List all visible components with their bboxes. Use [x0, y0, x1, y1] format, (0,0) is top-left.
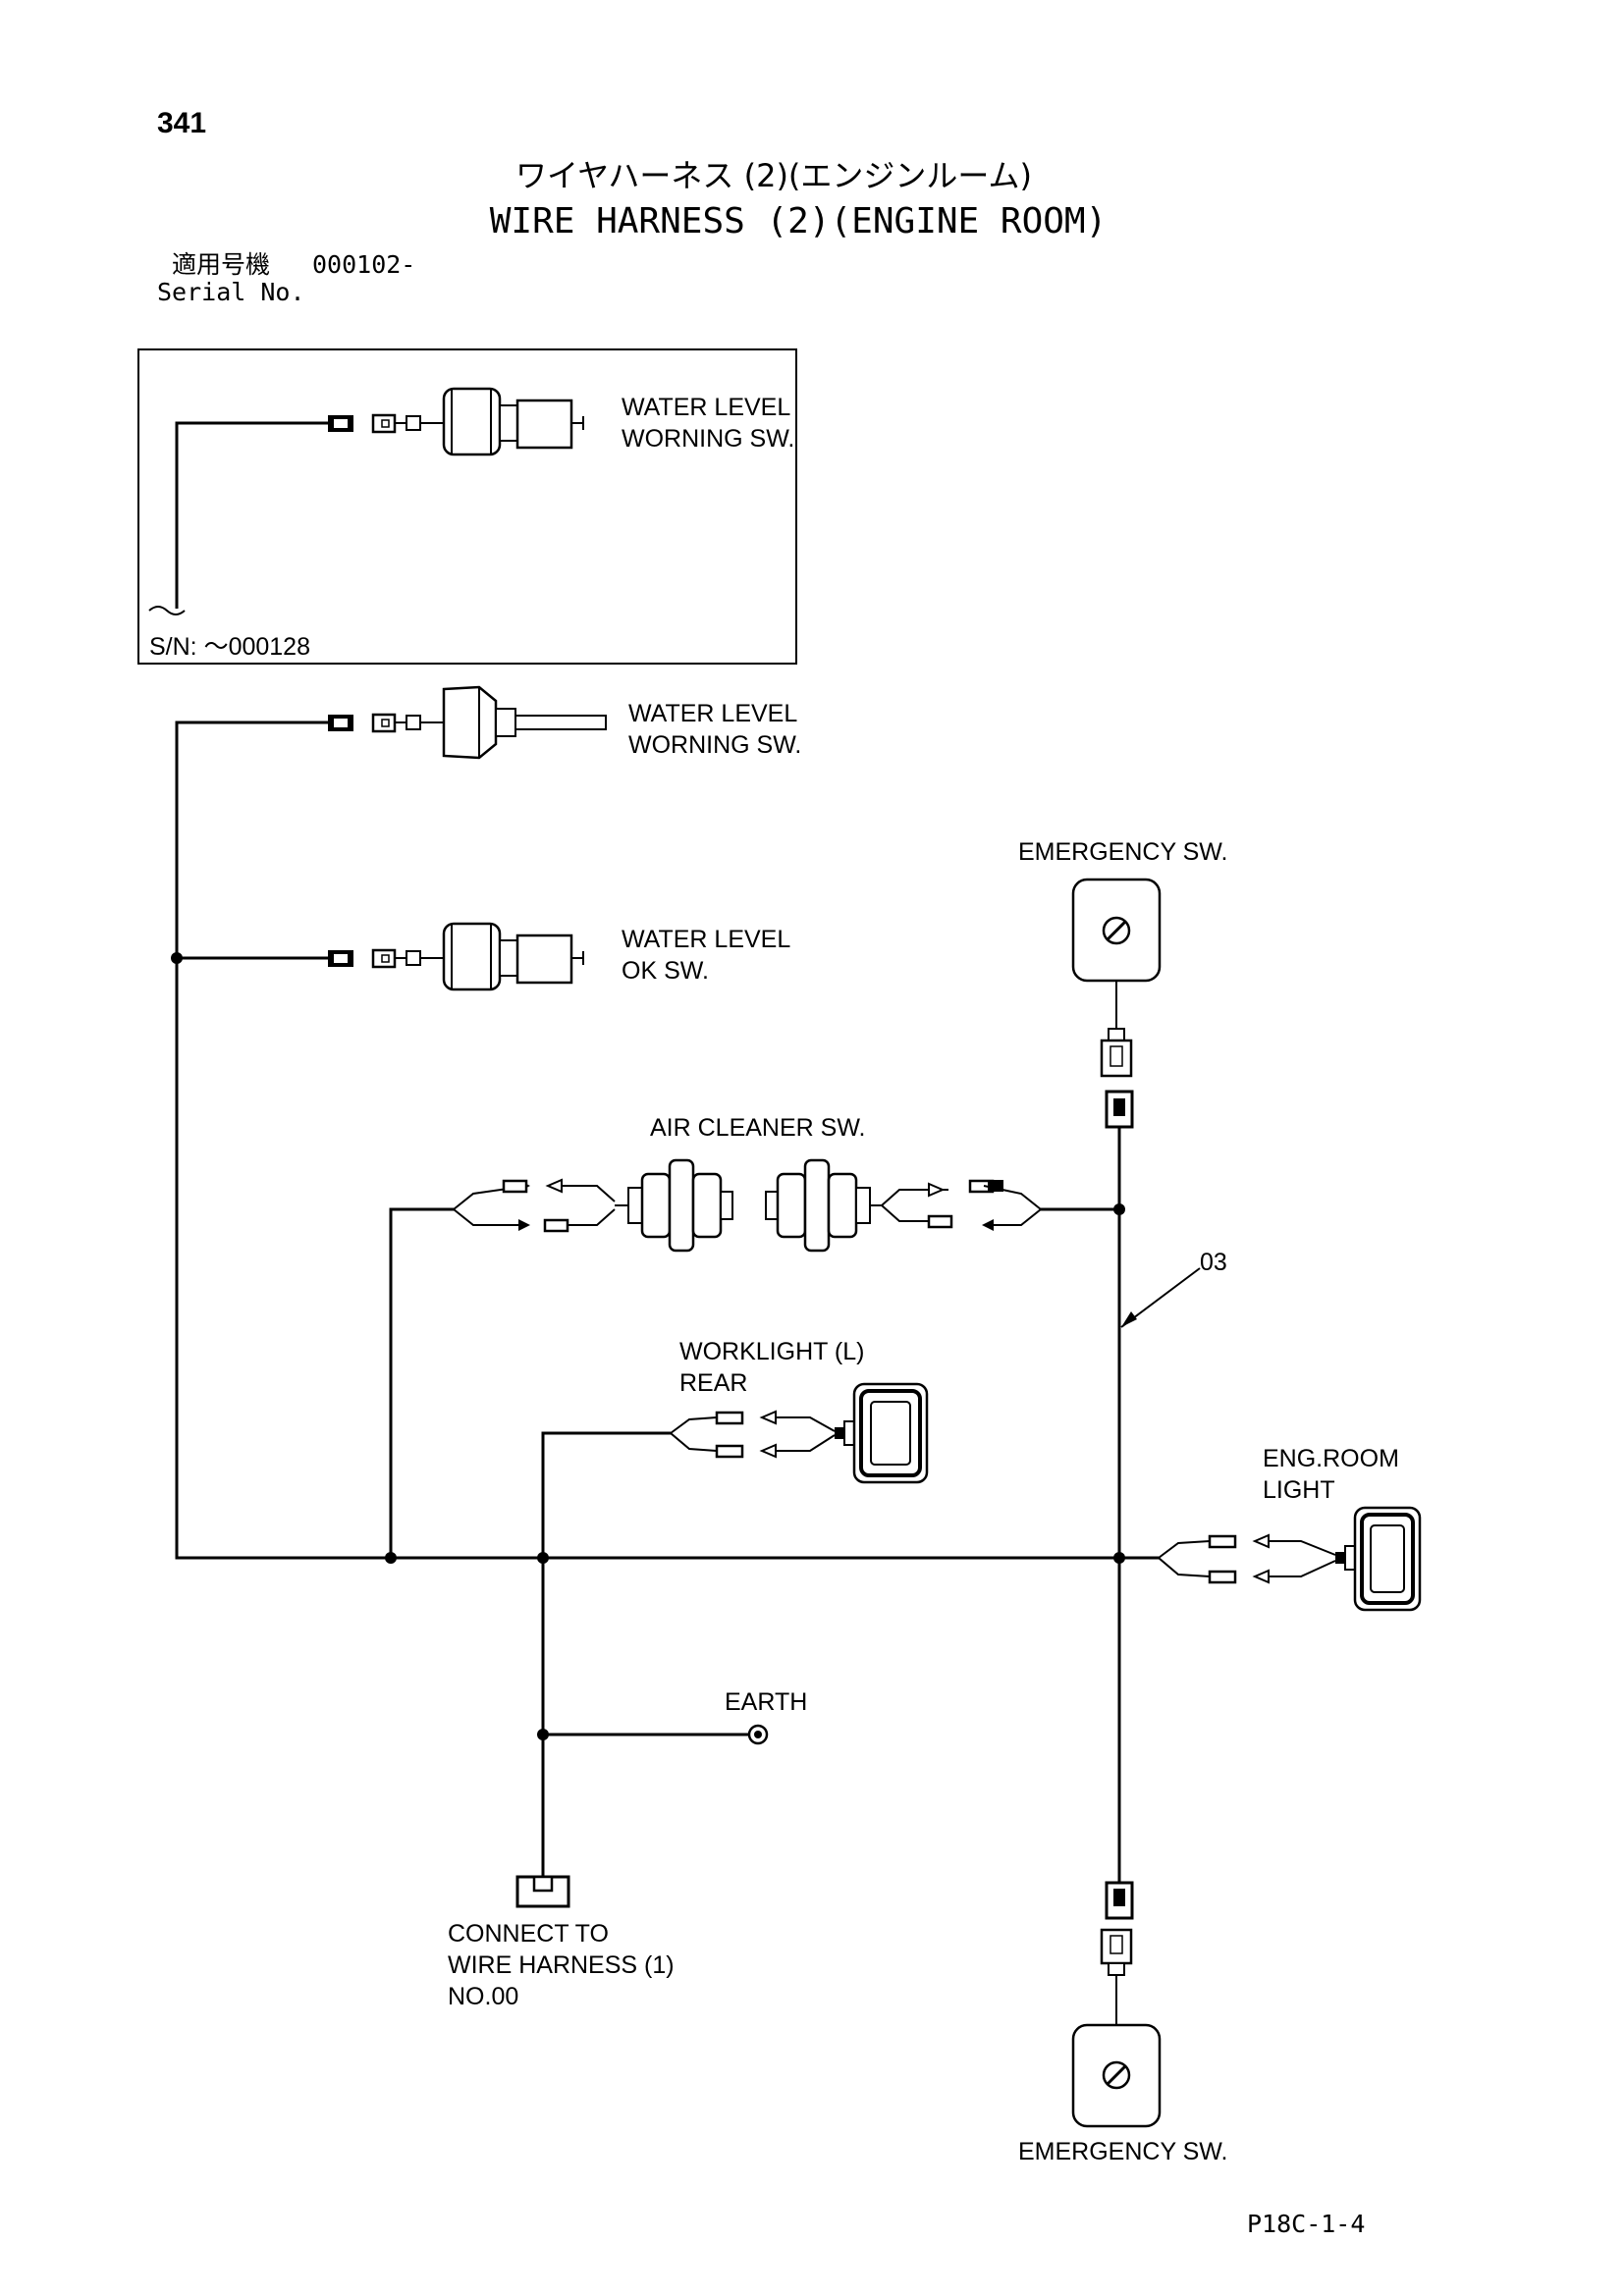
junction-dot [385, 1552, 397, 1564]
engine-room-light: ENG.ROOM LIGHT [1157, 1445, 1422, 1612]
branch-air-cleaner-left [389, 1207, 454, 1558]
water-level-ok-switch: WATER LEVEL OK SW. [328, 922, 790, 991]
terminal-icon [927, 1214, 953, 1229]
emergency-switch-top: EMERGENCY SW. [1018, 838, 1227, 1129]
connector-male-icon [371, 948, 406, 969]
air-cleaner-switch: AIR CLEANER SW. [452, 1114, 1043, 1253]
junction-dot [171, 952, 183, 964]
connector-female-icon [1105, 1090, 1134, 1129]
harness-reference: 03 [1120, 1249, 1227, 1328]
inset-wire [175, 421, 330, 609]
serial-label: Serial No. [157, 278, 305, 306]
junction-dot [537, 1729, 549, 1740]
junction-dot [537, 1552, 549, 1564]
water-level-ok-label-line1: WATER LEVEL [622, 926, 790, 953]
connect-note-line3: NO.00 [448, 1983, 518, 2010]
worklight-label-line1: WORKLIGHT (L) [679, 1338, 864, 1365]
screw-icon [1102, 916, 1131, 945]
emergency-switch-bottom: EMERGENCY SW. [1018, 1881, 1227, 2165]
page-number: 341 [157, 107, 206, 139]
emergency-switch-bottom-label: EMERGENCY SW. [1018, 2138, 1227, 2165]
terminal-icon [715, 1444, 744, 1459]
eng-room-light-label-line2: LIGHT [1263, 1476, 1335, 1504]
junction-dot [1113, 1552, 1125, 1564]
pressure-switch-icon [627, 1158, 733, 1253]
earth-ring-icon [747, 1724, 769, 1745]
serial-label-japanese: 適用号機 [172, 251, 270, 279]
probe-switch-icon [406, 685, 607, 760]
pressure-switch-icon [765, 1158, 871, 1253]
terminal-icon [502, 1179, 528, 1194]
water-level-ok-label-line2: OK SW. [622, 957, 709, 985]
page-title: WIRE HARNESS (2)(ENGINE ROOM) [490, 201, 1108, 241]
connector-to-harness-1: CONNECT TO WIRE HARNESS (1) NO.00 [448, 1875, 675, 2010]
lamp-icon [835, 1382, 929, 1484]
inset-frame [137, 348, 797, 665]
connect-note-line2: WIRE HARNESS (1) [448, 1951, 675, 1979]
terminal-icon [1208, 1534, 1237, 1549]
inset-float-switch-icon [406, 387, 584, 456]
screw-icon [1102, 2060, 1131, 2090]
connector-male-icon [371, 713, 406, 733]
connector-female-icon [1105, 1881, 1134, 1920]
emergency-switch-top-label: EMERGENCY SW. [1018, 838, 1227, 866]
break-mark-icon [148, 606, 186, 615]
lamp-icon [1335, 1506, 1422, 1612]
water-level-warning-label-line2: WORNING SW. [628, 731, 801, 759]
terminal-icon [543, 1218, 569, 1233]
serial-value: 000102- [312, 250, 415, 279]
inset-switch-label-line2: WORNING SW. [622, 425, 794, 453]
inset-serial-note: S/N: ～000128 [149, 633, 310, 661]
connector-female-icon [328, 950, 353, 967]
worklight-rear: WORKLIGHT (L) REAR [669, 1338, 929, 1484]
eng-room-light-label-line1: ENG.ROOM [1263, 1445, 1399, 1472]
connect-note-line1: CONNECT TO [448, 1920, 609, 1948]
water-level-warning-switch: WATER LEVEL WORNING SW. [328, 685, 801, 760]
earth-terminal: EARTH [725, 1688, 807, 1745]
branch-worklight [541, 1431, 671, 1558]
terminal-icon [1208, 1570, 1237, 1584]
drawing-code: P18C-1-4 [1247, 2210, 1365, 2238]
float-switch-icon [406, 922, 584, 991]
worklight-label-line2: REAR [679, 1369, 747, 1397]
connector-female-icon [328, 715, 353, 731]
inset-old-water-level-switch: WATER LEVEL WORNING SW. S/N: ～000128 [137, 348, 797, 665]
air-cleaner-switch-label: AIR CLEANER SW. [650, 1114, 866, 1142]
connector-female-icon [515, 1875, 570, 1908]
junction-dot [1113, 1203, 1125, 1215]
inset-connector-female-icon [328, 415, 353, 432]
main-trunk-wire [175, 721, 1119, 1560]
inset-switch-label-line1: WATER LEVEL [622, 394, 790, 421]
terminal-icon [715, 1411, 744, 1425]
harness-wiring [171, 721, 1159, 1893]
inset-connector-male-icon [371, 413, 406, 434]
harness-reference-number: 03 [1200, 1249, 1227, 1276]
water-level-warning-label-line1: WATER LEVEL [628, 700, 797, 727]
page-title-japanese: ワイヤハーネス (2)(エンジンルーム) [515, 157, 1032, 194]
earth-label: EARTH [725, 1688, 807, 1716]
